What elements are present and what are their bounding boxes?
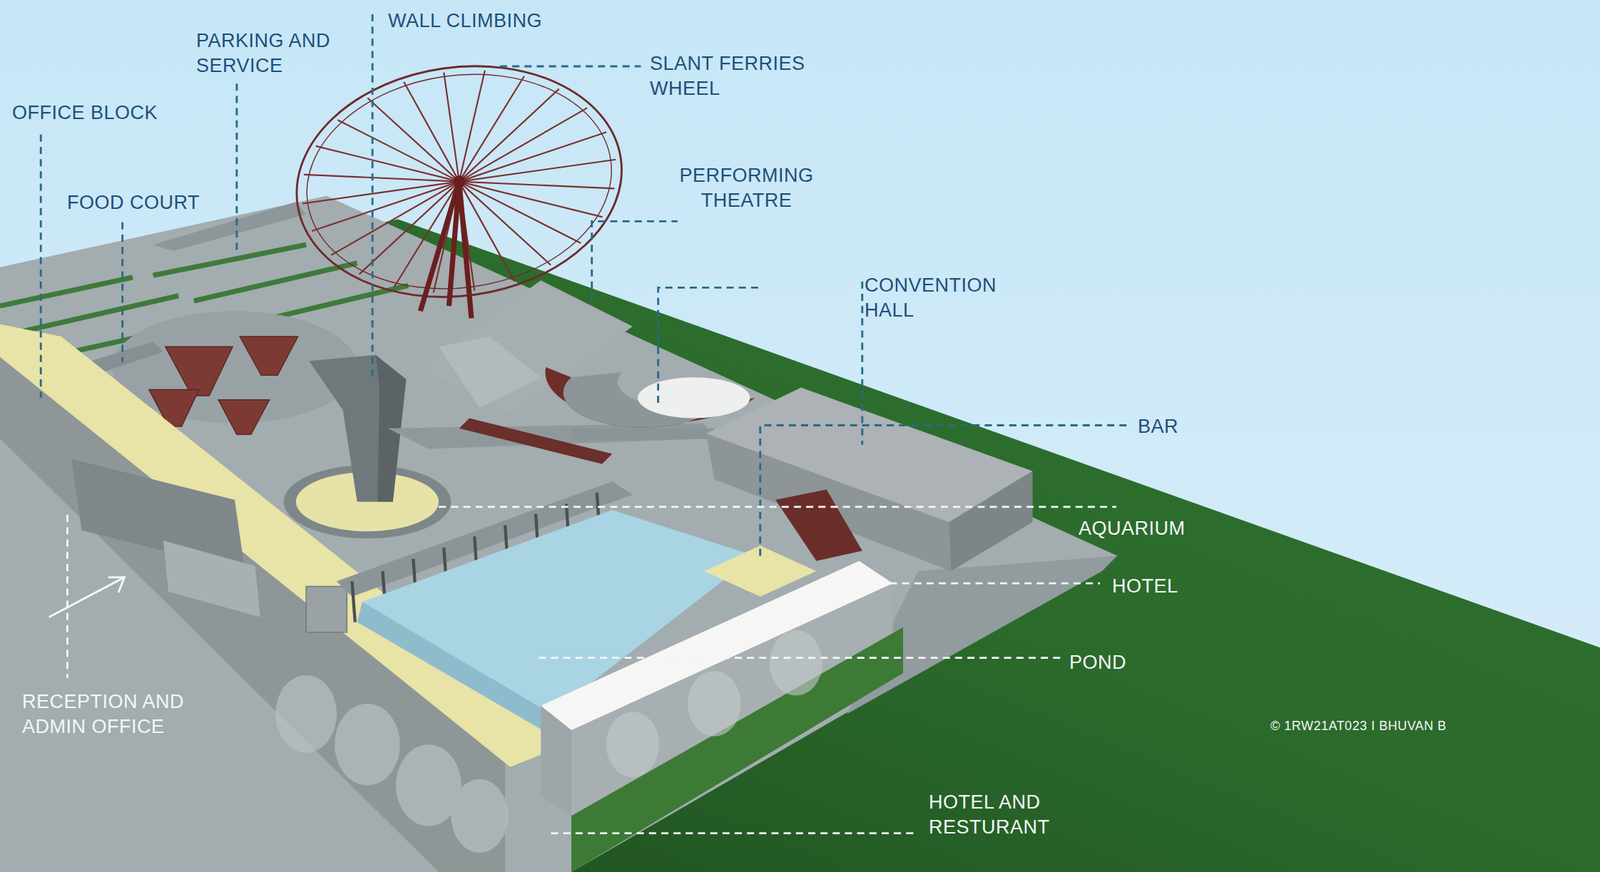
wheel-spoke [459,76,525,182]
callout-label: CONVENTION HALL [864,273,1001,324]
callout-label: AQUARIUM [1078,516,1186,542]
callout-label: FOOD COURT [67,190,200,216]
wheel-spoke [459,181,581,244]
callout-label: HOTEL [1112,574,1179,600]
wheel-spoke [443,72,460,182]
wheel-spoke [459,70,486,182]
wheel-spoke [459,159,617,182]
wheel-spoke [459,181,603,218]
wheel-spoke [459,89,560,182]
wheel-spoke [337,119,459,182]
callout-label: SLANT FERRIES WHEEL [649,51,809,102]
callout-label: PERFORMING THEATRE [677,163,816,214]
callout-label: POND [1069,650,1127,676]
wheel-spoke [459,131,608,182]
wheel-spoke [403,82,460,182]
wheel-spoke [302,181,460,205]
callout-label: OFFICE BLOCK [12,100,158,126]
callout-label: BAR [1137,414,1179,440]
wheel-spoke [311,181,460,232]
callout-label: PARKING AND SERVICE [196,28,334,79]
callout-label: WALL CLIMBING [388,8,543,34]
wheel-spoke [459,181,551,266]
callout-label: HOTEL AND RESTURANT [928,790,1053,841]
wheel-spoke [316,146,460,182]
callout-label: RECEPTION AND ADMIN OFFICE [22,689,188,740]
watermark: © 1RW21AT023 I BHUVAN B [1270,718,1447,735]
wheel-spoke [367,98,459,182]
